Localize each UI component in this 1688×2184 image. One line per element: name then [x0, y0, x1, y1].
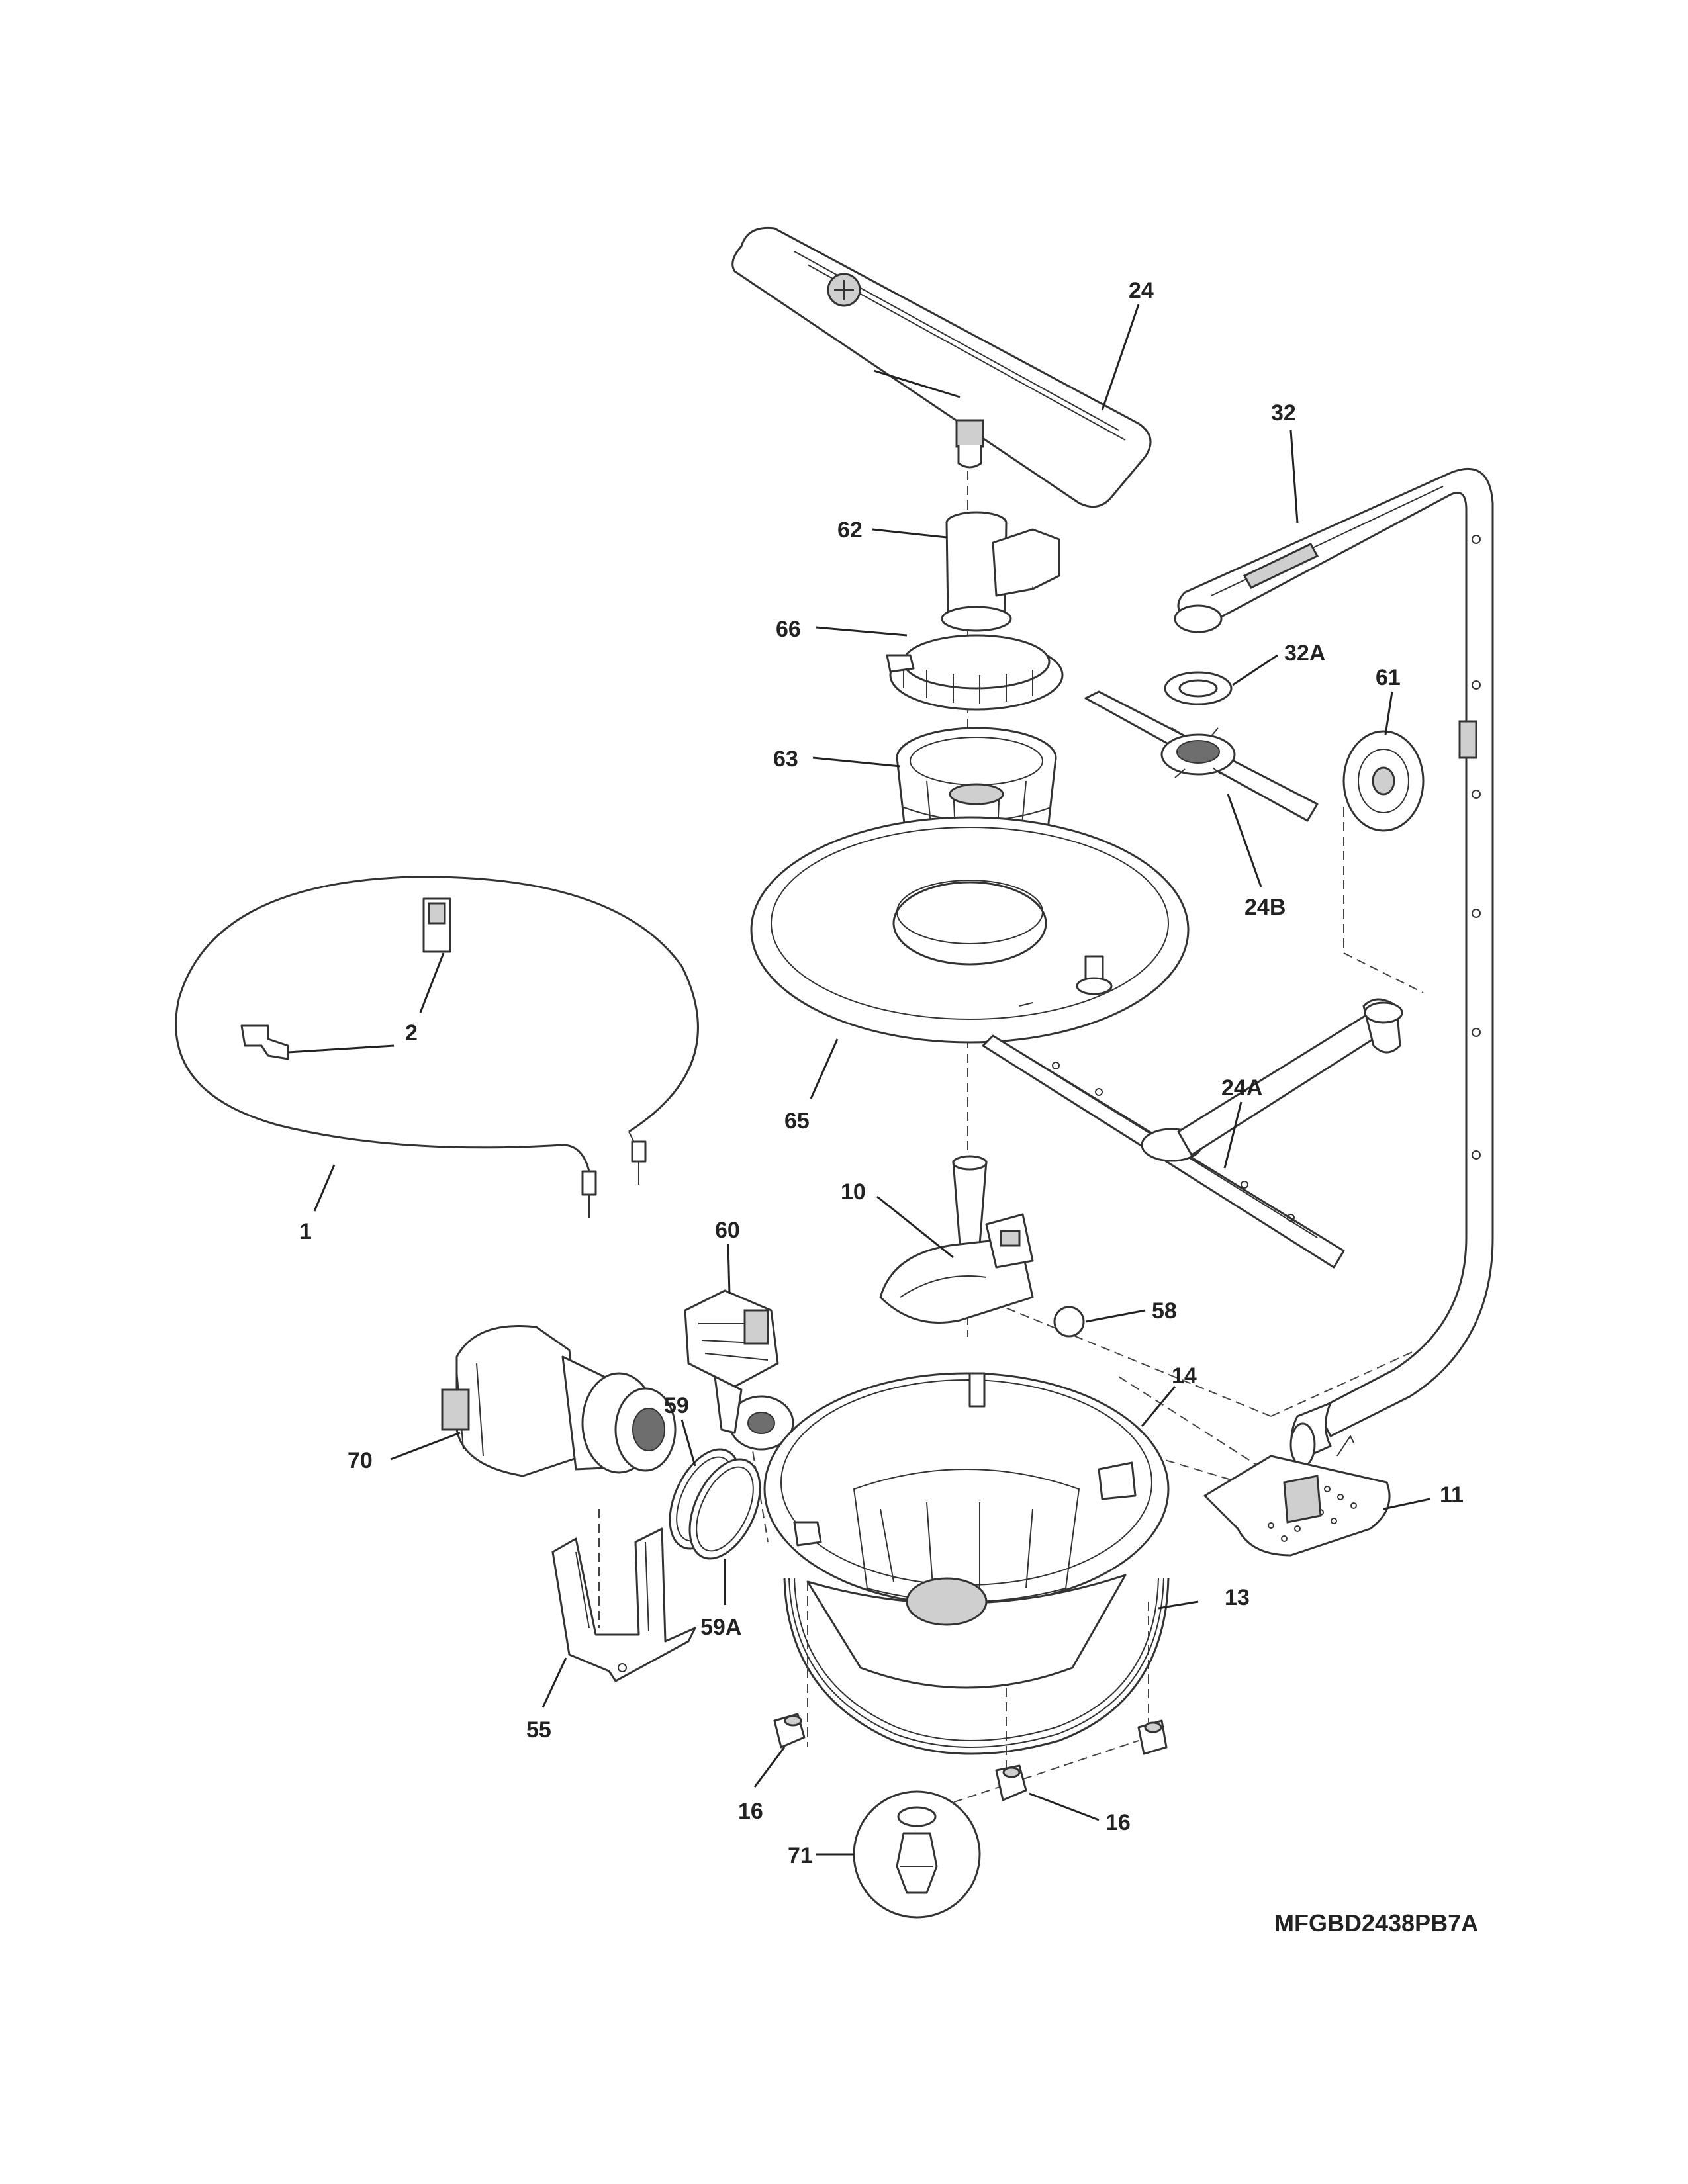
leader-lines [287, 304, 1430, 1856]
part-61-disc [1342, 730, 1425, 832]
part-24B-middle-arm [1084, 690, 1319, 822]
callout-32A: 32A [1284, 641, 1325, 666]
part-55-bracket [551, 1527, 696, 1682]
callout-61: 61 [1376, 665, 1401, 690]
callout-63: 63 [773, 747, 798, 772]
callout-24B: 24B [1244, 895, 1286, 920]
callout-13: 13 [1225, 1585, 1250, 1610]
callout-11: 11 [1440, 1482, 1464, 1508]
callout-10: 10 [841, 1179, 866, 1205]
part-24-upper-spray-arm [731, 226, 1152, 508]
part-71-detail [853, 1790, 981, 1919]
callout-2: 2 [405, 1021, 418, 1046]
part-32-supply-tube [1174, 467, 1494, 1467]
part-60-drain-pump [684, 1289, 794, 1451]
part-11-screen [1203, 1435, 1391, 1557]
callout-71: 71 [788, 1843, 813, 1868]
callout-55: 55 [526, 1717, 551, 1743]
callout-66: 66 [776, 617, 801, 642]
part-16-feet [773, 1713, 1168, 1801]
callout-16-left: 16 [738, 1799, 763, 1824]
callout-65: 65 [784, 1109, 810, 1134]
callout-70: 70 [348, 1448, 373, 1473]
callout-60: 60 [715, 1218, 740, 1243]
callout-14: 14 [1172, 1363, 1197, 1388]
callout-1: 1 [299, 1219, 312, 1244]
diagram-code: MFGBD2438PB7A [1274, 1909, 1478, 1936]
callout-24: 24 [1129, 278, 1154, 303]
part-10-diverter [879, 1155, 1034, 1324]
callout-62: 62 [837, 518, 863, 543]
callout-58: 58 [1152, 1298, 1177, 1324]
callout-59: 59 [664, 1393, 689, 1418]
callout-24A: 24A [1221, 1075, 1262, 1101]
part-70-pump-motor [441, 1324, 677, 1477]
part-14-sump [763, 1372, 1170, 1689]
part-2-clips [240, 897, 451, 1060]
part-65-filter-plate [750, 816, 1190, 1044]
leader-62 [873, 369, 961, 398]
part-66-cap [886, 634, 1064, 711]
callout-16-right: 16 [1105, 1810, 1131, 1835]
callout-labels: 24 32 62 66 32A 61 63 24B 2 65 24A 1 10 … [299, 278, 1464, 1868]
part-59-59A-seals [669, 1448, 761, 1560]
part-32A-washer [1164, 671, 1233, 705]
part-13-gasket [783, 1578, 1170, 1755]
part-24A-lower-arm [982, 998, 1403, 1269]
part-58-ball [1053, 1306, 1085, 1338]
callout-59A: 59A [700, 1615, 741, 1640]
callout-32: 32 [1271, 400, 1296, 426]
part-1-heating-element [175, 876, 699, 1218]
part-62-conduit [941, 511, 1060, 632]
